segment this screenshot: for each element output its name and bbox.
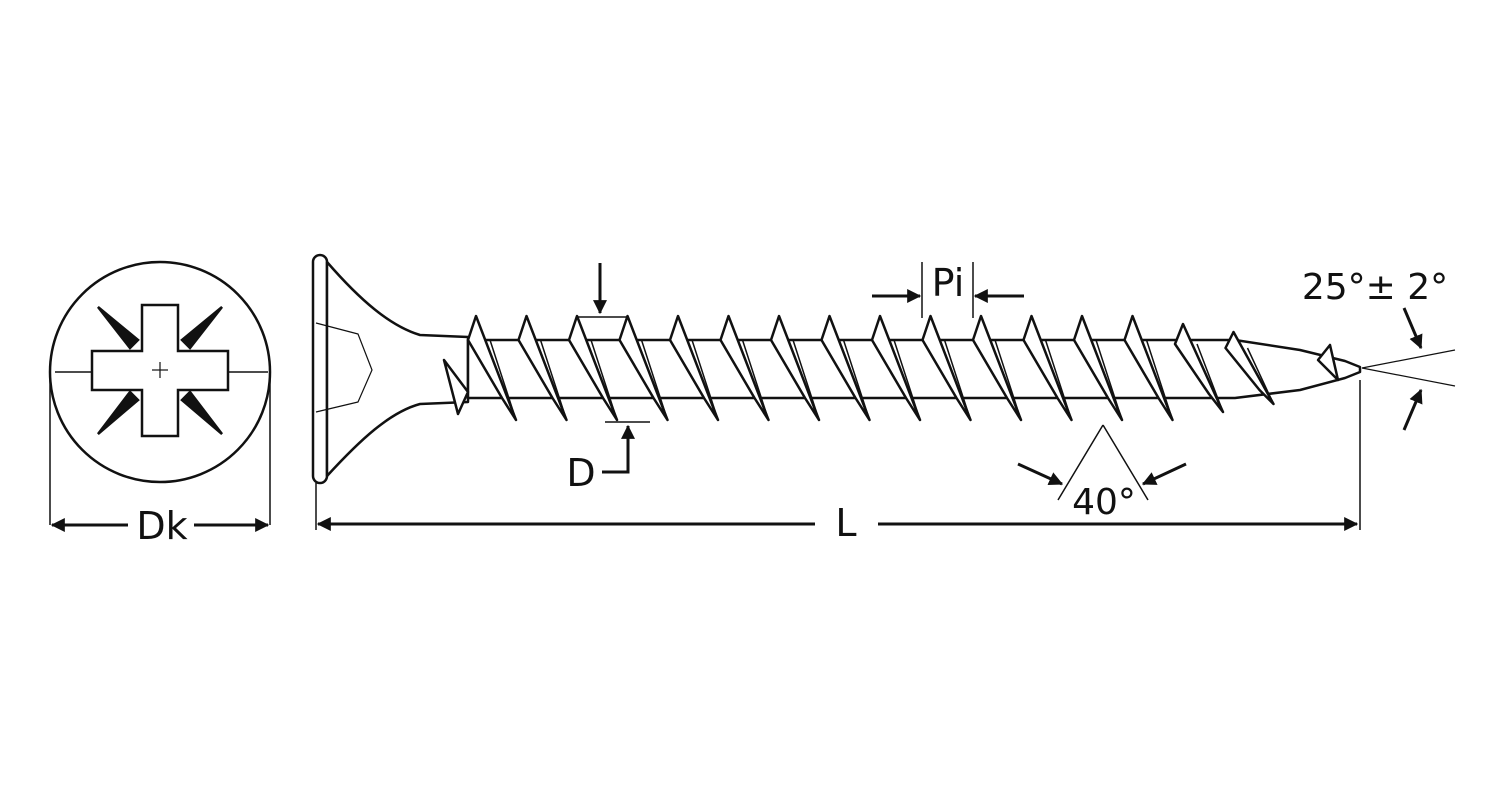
pozi-rib-bl — [97, 390, 140, 435]
pozi-recess — [90, 303, 230, 438]
point-angle-dimension — [1361, 307, 1456, 431]
thread-flight-edge — [1145, 339, 1174, 421]
thread-angle-arrow-right — [1141, 462, 1187, 486]
point-angle-line-lower — [1361, 367, 1456, 387]
thread-flight-edge — [539, 339, 568, 421]
thread-flight-edge — [640, 339, 669, 421]
thread-under-head — [442, 358, 470, 416]
thread-flight-edge — [1246, 347, 1275, 405]
thread-angle-dimension — [1017, 424, 1187, 501]
pi-dimension — [872, 262, 1024, 318]
d-dimension — [578, 263, 650, 474]
thread-flight-edge — [893, 339, 921, 421]
head-rim — [311, 253, 329, 485]
thread-flight-edge — [489, 339, 517, 421]
thread-flight-edge — [1044, 339, 1073, 421]
thread-angle-arrow-left — [1017, 462, 1064, 486]
pozi-rib-br — [180, 390, 223, 435]
thread-flight-edge — [943, 339, 972, 421]
thread-flight-edge — [1095, 339, 1123, 421]
pi-label: Pi — [932, 261, 965, 305]
screw-side-view — [311, 253, 1362, 485]
pozi-rib-tr — [180, 306, 223, 350]
point-angle-arrow-lower — [1402, 388, 1423, 431]
thread-flight-edge — [691, 339, 719, 421]
dk-label: Dk — [136, 504, 187, 548]
thread-flight-edge — [1196, 343, 1224, 413]
thread-flights — [466, 314, 1275, 422]
head-recess-hint — [315, 322, 373, 413]
head-top-view — [48, 260, 272, 532]
d-arrow-bottom — [602, 424, 635, 474]
d-label: D — [566, 451, 595, 495]
point-angle-arrow-upper — [1402, 307, 1423, 350]
l-label: L — [835, 501, 856, 545]
point-angle-label: 25°± 2° — [1302, 267, 1448, 308]
thread-flight-edge — [994, 339, 1022, 421]
l-dimension — [315, 380, 1361, 531]
thread-flight-edge — [590, 339, 618, 421]
thread-flight-edge — [741, 339, 770, 421]
pozi-rib-tl — [97, 306, 140, 350]
thread-flight-edge — [792, 339, 820, 421]
point-angle-line-upper — [1361, 349, 1456, 369]
thread-angle-label: 40° — [1072, 482, 1136, 523]
thread-angle-line-right — [1102, 424, 1149, 501]
thread-flight-edge — [842, 339, 871, 421]
thread-angle-line-left — [1057, 424, 1104, 501]
point-thread — [1316, 343, 1340, 382]
